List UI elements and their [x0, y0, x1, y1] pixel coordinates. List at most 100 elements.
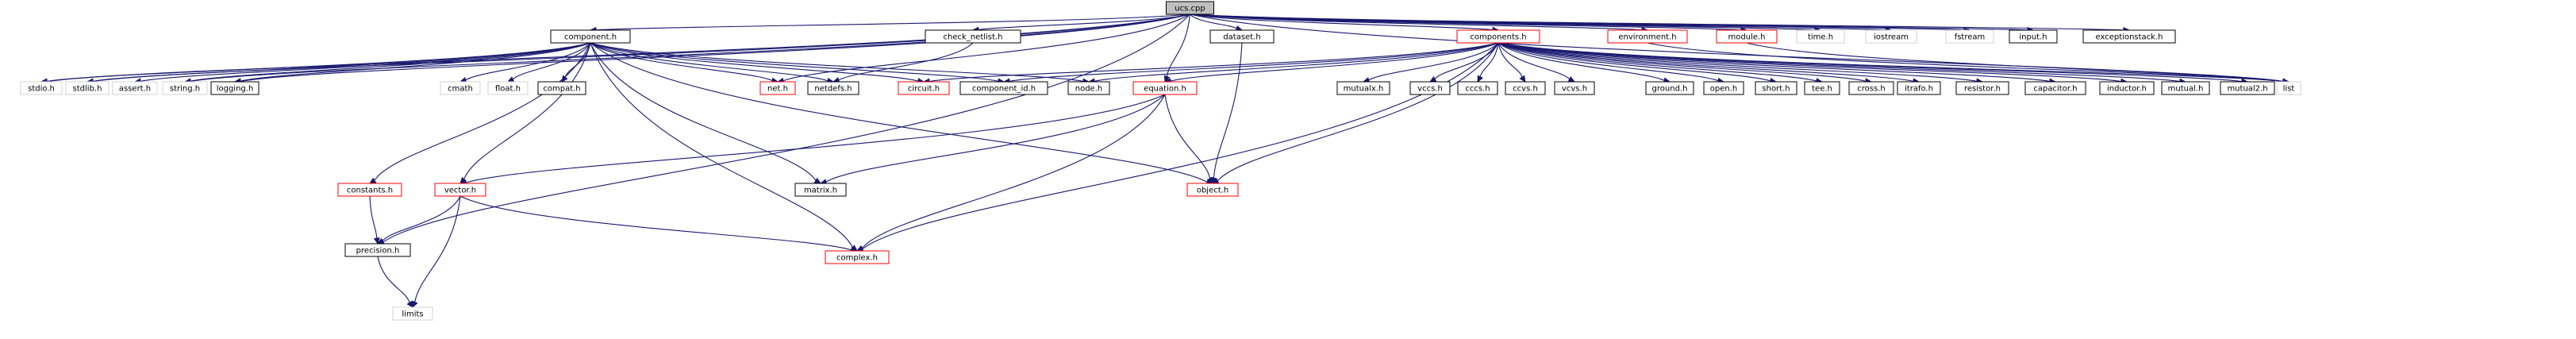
edge-precision_h-to-limits [377, 256, 410, 303]
edge-ucs_cpp-to-net_h [782, 13, 1190, 82]
node-matrix_h[interactable]: matrix.h [794, 183, 847, 197]
node-cmath: cmath [440, 81, 481, 95]
node-mutualx_h[interactable]: mutualx.h [1336, 81, 1390, 95]
node-box-input_h [2009, 29, 2058, 44]
node-box-matrix_h [794, 183, 847, 197]
node-label-components_h: components.h [1470, 33, 1526, 42]
edge-component_h-to-circuit_h [590, 42, 919, 82]
node-cross_h[interactable]: cross.h [1848, 81, 1894, 95]
node-label-inductor_h: inductor.h [2107, 85, 2147, 94]
node-box-component_id_h [959, 81, 1048, 95]
node-capacitor_h[interactable]: capacitor.h [2024, 81, 2086, 95]
node-input_h[interactable]: input.h [2009, 29, 2058, 44]
edge-component_h-to-stdlib_h [92, 42, 591, 83]
node-box-itrafo_h [1897, 81, 1941, 95]
node-list: list [2276, 81, 2301, 95]
edge-component_h-to-constants_h [374, 42, 591, 181]
node-box-capacitor_h [2024, 81, 2086, 95]
node-vcvs_h[interactable]: vcvs.h [1554, 81, 1595, 95]
node-box-mutual_h [2161, 81, 2210, 95]
node-mutual2_h[interactable]: mutual2.h [2220, 81, 2275, 95]
node-box-iostream [1865, 29, 1917, 44]
node-components_h[interactable]: components.h [1456, 29, 1540, 44]
edge-equation_h-to-complex_h [861, 94, 1166, 249]
node-box-ccvs_h [1505, 81, 1546, 95]
edge-ucs_cpp-to-logging_h [240, 13, 1190, 83]
node-label-ccvs_h: ccvs.h [1513, 85, 1538, 94]
node-constants_h[interactable]: constants.h [337, 183, 402, 197]
edge-ucs_cpp-to-input_h [1190, 13, 2028, 31]
node-vccs_h[interactable]: vccs.h [1409, 81, 1451, 95]
node-ccvs_h[interactable]: ccvs.h [1505, 81, 1546, 95]
node-label-limits: limits [402, 310, 423, 319]
node-ucs_cpp[interactable]: ucs.cpp [1166, 1, 1214, 15]
node-node_h[interactable]: node.h [1067, 81, 1110, 95]
node-label-stdio_h: stdio.h [28, 85, 55, 94]
node-label-equation_h: equation.h [1144, 85, 1186, 94]
node-object_h[interactable]: object.h [1186, 183, 1239, 197]
node-label-compat_h: compat.h [543, 85, 580, 94]
node-box-tee_h [1804, 81, 1840, 95]
node-vector_h[interactable]: vector.h [434, 183, 486, 197]
node-label-component_h: component.h [564, 33, 617, 42]
node-module_h[interactable]: module.h [1716, 29, 1778, 44]
edge-components_h-to-vccs_h [1434, 42, 1499, 79]
node-box-constants_h [337, 183, 402, 197]
node-label-resistor_h: resistor.h [1964, 85, 2001, 94]
node-equation_h[interactable]: equation.h [1132, 81, 1198, 95]
node-dataset_h[interactable]: dataset.h [1209, 29, 1275, 44]
node-label-check_netlist_h: check_netlist.h [944, 33, 1003, 42]
node-exceptionstack_h[interactable]: exceptionstack.h [2082, 29, 2176, 44]
node-label-module_h: module.h [1728, 33, 1766, 42]
node-logging_h[interactable]: logging.h [210, 81, 260, 95]
node-precision_h[interactable]: precision.h [344, 243, 411, 257]
node-label-netdefs_h: netdefs.h [814, 85, 852, 94]
node-resistor_h[interactable]: resistor.h [1955, 81, 2009, 95]
edge-component_h-to-netdefs_h [590, 42, 829, 82]
node-net_h[interactable]: net.h [759, 81, 796, 95]
edge-constants_h-to-precision_h [369, 195, 378, 239]
node-check_netlist_h[interactable]: check_netlist.h [925, 29, 1021, 44]
node-box-exceptionstack_h [2082, 29, 2176, 44]
node-box-net_h [759, 81, 796, 95]
node-label-circuit_h: circuit.h [908, 85, 940, 94]
node-box-float_h [487, 81, 529, 95]
arrowhead-component_h-to-constants_h [368, 177, 377, 184]
node-short_h[interactable]: short.h [1755, 81, 1797, 95]
node-compat_h[interactable]: compat.h [537, 81, 586, 95]
node-ground_h[interactable]: ground.h [1645, 81, 1694, 95]
node-itrafo_h[interactable]: itrafo.h [1897, 81, 1941, 95]
node-complex_h[interactable]: complex.h [825, 250, 890, 264]
node-box-dataset_h [1209, 29, 1275, 44]
node-box-cross_h [1848, 81, 1894, 95]
node-mutual_h[interactable]: mutual.h [2161, 81, 2210, 95]
node-stdlib_h: stdlib.h [65, 81, 110, 95]
edge-ucs_cpp-to-components_h [1190, 13, 1494, 31]
node-component_h[interactable]: component.h [550, 29, 631, 44]
node-circuit_h[interactable]: circuit.h [898, 81, 950, 95]
node-box-equation_h [1132, 81, 1198, 95]
node-netdefs_h[interactable]: netdefs.h [807, 81, 859, 95]
node-label-assert_h: assert.h [119, 85, 151, 94]
node-label-dataset_h: dataset.h [1223, 33, 1260, 42]
node-box-mutual2_h [2220, 81, 2275, 95]
node-component_id_h[interactable]: component_id.h [959, 81, 1048, 95]
node-label-exceptionstack_h: exceptionstack.h [2096, 33, 2163, 42]
file-nodes: ucs.cpp component.h check_netlist.h dataset… [20, 1, 2301, 321]
node-environment_h[interactable]: environment.h [1607, 29, 1688, 44]
edge-components_h-to-mutual_h [1498, 42, 2181, 83]
node-box-resistor_h [1955, 81, 2009, 95]
edge-components_h-to-tee_h [1498, 42, 1817, 82]
arrowhead-component_h-to-float_h [506, 76, 515, 83]
node-box-list [2276, 81, 2301, 95]
node-inductor_h[interactable]: inductor.h [2099, 81, 2155, 95]
node-cccs_h[interactable]: cccs.h [1457, 81, 1498, 95]
arrowhead-component_h-to-matrix_h [813, 177, 822, 184]
node-tee_h[interactable]: tee.h [1804, 81, 1840, 95]
edge-components_h-to-circuit_h [929, 42, 1499, 83]
node-label-string_h: string.h [170, 85, 200, 94]
node-box-netdefs_h [807, 81, 859, 95]
edge-ucs_cpp-to-exceptionstack_h [1190, 13, 2124, 31]
edge-dataset_h-to-object_h [1213, 42, 1243, 179]
node-open_h[interactable]: open.h [1703, 81, 1744, 95]
